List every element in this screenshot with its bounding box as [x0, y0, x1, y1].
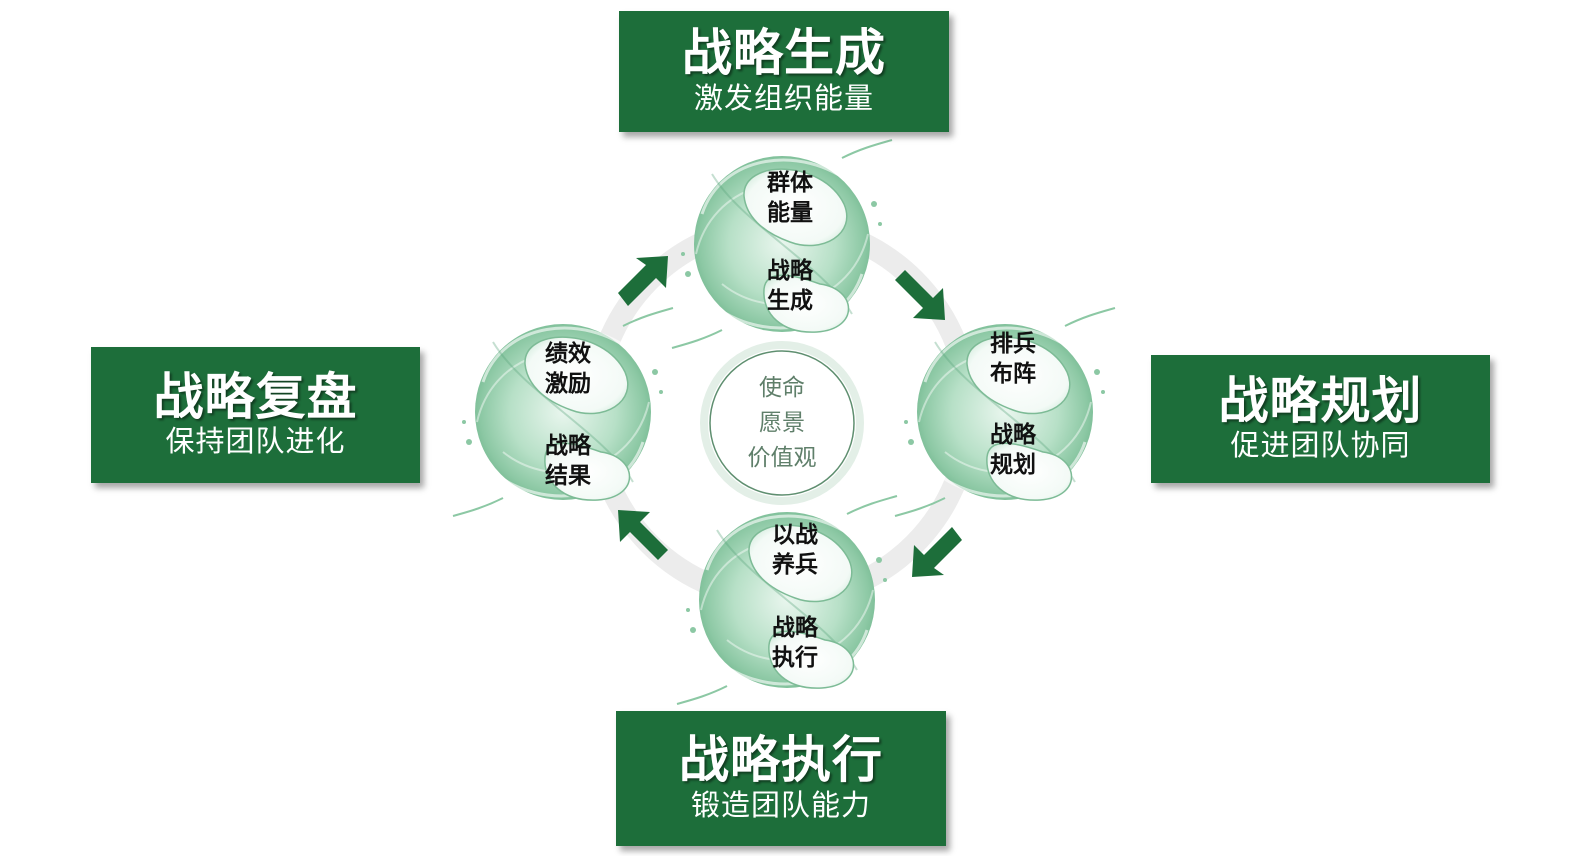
stage-top-title: 战略生成 — [682, 24, 886, 83]
arrow-top-right — [895, 270, 945, 320]
stage-box-left: 战略复盘 保持团队进化 — [91, 347, 420, 483]
node-right-upper-line2: 布阵 — [990, 360, 1036, 387]
node-right-upper-line1: 排兵 — [990, 331, 1036, 357]
stage-top-subtitle: 激发组织能量 — [693, 80, 874, 115]
node-top-lower-line1: 战略 — [767, 257, 814, 284]
node-bottom-upper-line1: 以战 — [772, 522, 818, 548]
node-right-lower-line2: 规划 — [990, 452, 1036, 478]
stage-right-title: 战略规划 — [1218, 371, 1423, 430]
center-line-mission: 使命 — [759, 375, 805, 401]
stage-box-right: 战略规划 促进团队协同 — [1151, 355, 1490, 483]
node-left-upper-line2: 激励 — [545, 370, 591, 397]
stage-right-subtitle: 促进团队协同 — [1230, 428, 1411, 463]
node-bottom-lower-line1: 战略 — [772, 614, 819, 641]
arrow-bottom-left — [618, 510, 668, 560]
node-top-upper-line1: 群体 — [766, 169, 814, 196]
center-line-values: 价值观 — [748, 445, 817, 471]
stage-box-top: 战略生成 激发组织能量 — [619, 11, 949, 132]
node-top-lower-line2: 生成 — [767, 288, 813, 314]
stage-bottom-subtitle: 锻造团队能力 — [690, 787, 871, 822]
node-right-lower-line1: 战略 — [990, 421, 1037, 448]
stage-box-bottom: 战略执行 锻造团队能力 — [616, 711, 946, 846]
node-top-upper-line2: 能量 — [767, 199, 813, 226]
stage-bottom-title: 战略执行 — [679, 731, 883, 790]
stage-left-title: 战略复盘 — [153, 367, 358, 426]
arrow-top-left — [618, 256, 668, 306]
arrow-bottom-right — [912, 527, 962, 577]
node-bottom-upper-line2: 养兵 — [771, 551, 818, 578]
center-circle-inner — [709, 350, 855, 496]
node-left-lower-line1: 战略 — [545, 432, 592, 459]
node-bottom-lower-line2: 执行 — [772, 644, 818, 671]
node-left-lower-line2: 结果 — [545, 463, 591, 489]
node-left-upper-line1: 绩效 — [545, 340, 591, 367]
stage-left-subtitle: 保持团队进化 — [165, 424, 346, 459]
center-line-vision: 愿景 — [759, 410, 805, 436]
